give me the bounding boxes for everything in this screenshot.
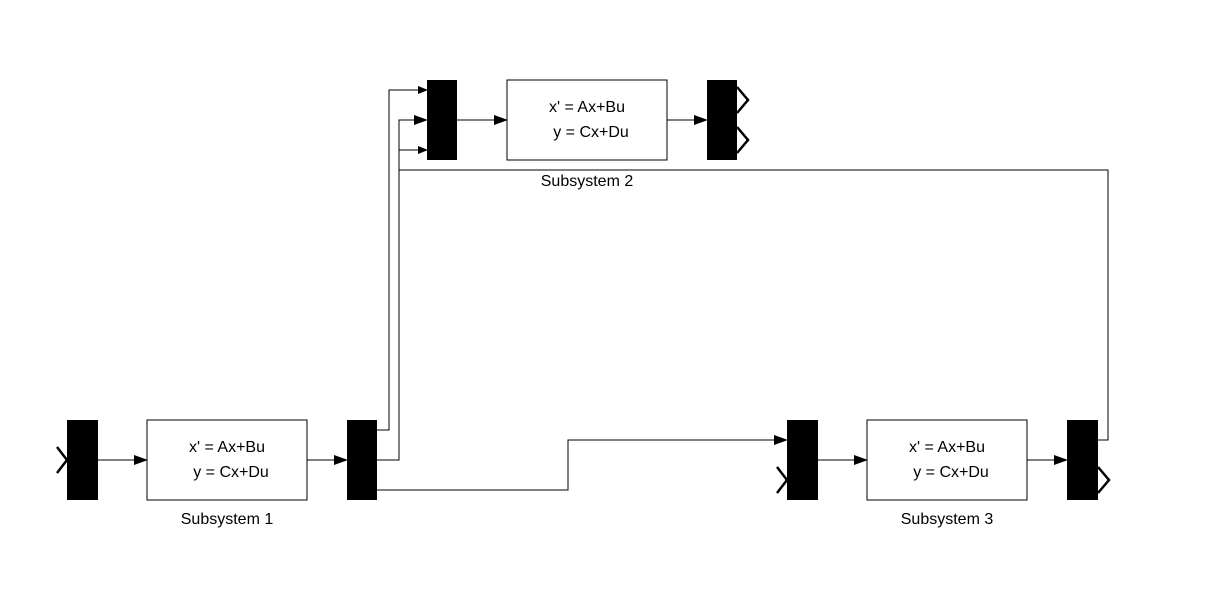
subsystem-1-label: Subsystem 1 [181,511,274,528]
subsystem-2-block[interactable]: x' = Ax+Bu y = Cx+Du [506,79,668,161]
in-port-chevron-1 [56,446,69,474]
demux-1[interactable] [347,420,377,500]
signal-demux1-to-mux2-in1[interactable] [377,86,428,431]
in-port-chevron-3 [776,466,789,494]
out-port-chevron-2a [736,86,750,114]
signal-demux1-to-mux3[interactable] [377,435,788,491]
subsystem-1-state-eq: x' = Ax+Bu [189,439,265,456]
subsystem-3-output-eq: y = Cx+Du [913,464,989,481]
subsystem-2-output-eq: y = Cx+Du [553,124,629,141]
subsystem-2-label: Subsystem 2 [541,173,634,190]
subsystem-2-state-eq: x' = Ax+Bu [549,99,625,116]
signal-demux1-to-mux2-in2[interactable] [377,115,428,461]
subsystem-3-label: Subsystem 3 [901,511,994,528]
subsystem-3-block[interactable]: x' = Ax+Bu y = Cx+Du [866,419,1028,501]
out-port-chevron-2b [736,126,750,154]
demux-2[interactable] [707,80,737,160]
subsystem-3-state-eq: x' = Ax+Bu [909,439,985,456]
input-mux-1[interactable] [67,420,98,500]
mux-2[interactable] [427,80,457,160]
out-port-chevron-3 [1097,466,1111,494]
mux-3[interactable] [787,420,818,500]
subsystem-1-block[interactable]: x' = Ax+Bu y = Cx+Du [146,419,308,501]
subsystem-1-output-eq: y = Cx+Du [193,464,269,481]
signal-feedback-sub3-to-mux2[interactable] [399,169,1109,441]
demux-3[interactable] [1067,420,1098,500]
